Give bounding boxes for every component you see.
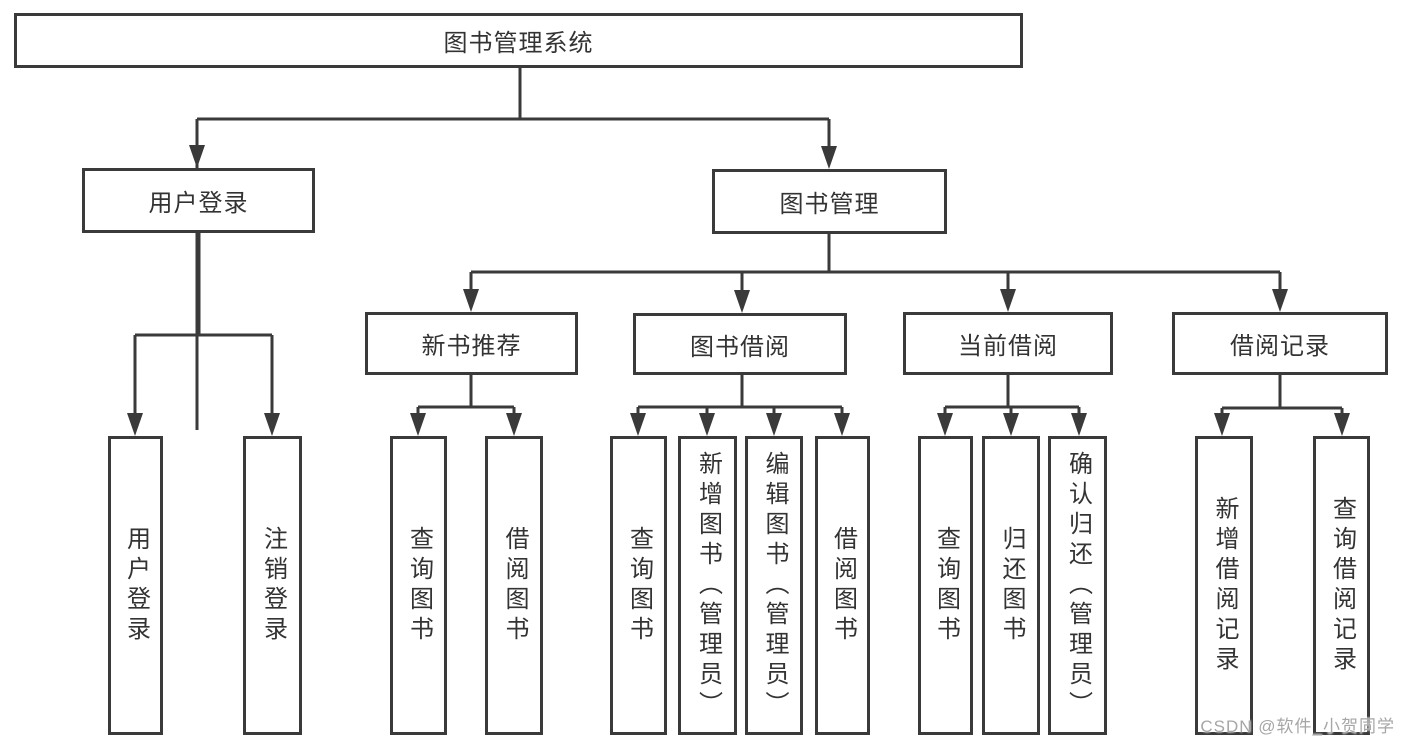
leaf-query-books-1: 查询图书	[390, 436, 447, 735]
leaf-borrow-books-2-label: 借阅图书	[829, 525, 857, 646]
leaf-add-book-admin: 新增图书（管理员）	[678, 436, 737, 735]
leaf-confirm-return-admin-label: 确认归还（管理员）	[1064, 450, 1092, 721]
node-user-login: 用户登录	[82, 168, 315, 233]
leaf-user-login: 用户登录	[108, 436, 163, 735]
node-new-book-recommend: 新书推荐	[365, 312, 578, 375]
arrowhead-icons	[127, 145, 1350, 436]
leaf-edit-book-admin: 编辑图书（管理员）	[745, 436, 803, 735]
leaf-query-borrow-record-label: 查询借阅记录	[1328, 495, 1356, 676]
node-book-borrow: 图书借阅	[633, 313, 847, 375]
leaf-confirm-return-admin: 确认归还（管理员）	[1048, 436, 1107, 735]
leaf-borrow-books-1-label: 借阅图书	[501, 525, 528, 646]
leaf-logout-login-label: 注销登录	[259, 525, 287, 646]
leaf-borrow-books-1: 借阅图书	[485, 436, 543, 735]
watermark: CSDN @软件_小贺同学	[1200, 717, 1395, 736]
node-current-borrow: 当前借阅	[903, 312, 1113, 375]
leaf-logout-login: 注销登录	[243, 436, 302, 735]
leaf-query-books-2: 查询图书	[610, 436, 667, 735]
leaf-add-book-admin-label: 新增图书（管理员）	[694, 450, 722, 721]
leaf-add-borrow-record-label: 新增借阅记录	[1211, 495, 1238, 676]
node-root: 图书管理系统	[14, 13, 1023, 68]
leaf-query-books-2-label: 查询图书	[625, 525, 653, 646]
leaf-query-borrow-record: 查询借阅记录	[1313, 436, 1370, 735]
leaf-query-books-1-label: 查询图书	[405, 525, 433, 646]
leaf-query-books-3-label: 查询图书	[932, 525, 960, 646]
node-borrow-records: 借阅记录	[1172, 312, 1388, 375]
leaf-query-books-3: 查询图书	[918, 436, 973, 735]
leaf-add-borrow-record: 新增借阅记录	[1195, 436, 1253, 735]
leaf-return-books: 归还图书	[982, 436, 1040, 735]
node-book-management: 图书管理	[712, 169, 947, 234]
leaf-edit-book-admin-label: 编辑图书（管理员）	[761, 450, 788, 721]
leaf-return-books-label: 归还图书	[998, 525, 1025, 646]
leaf-borrow-books-2: 借阅图书	[815, 436, 870, 735]
leaf-user-login-label: 用户登录	[122, 525, 150, 646]
